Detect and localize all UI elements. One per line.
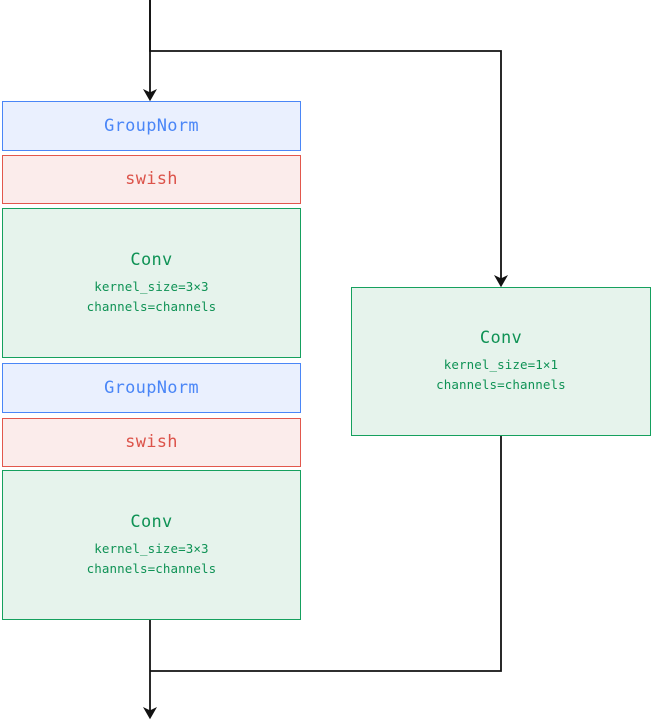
node-channels: channels=channels bbox=[86, 560, 217, 576]
node-channels: channels=channels bbox=[86, 298, 217, 314]
node-label: swish bbox=[125, 169, 178, 190]
node-label: GroupNorm bbox=[104, 377, 199, 398]
node-title: Conv bbox=[479, 328, 523, 349]
node-kernel-size: kernel_size=1×1 bbox=[443, 357, 559, 373]
node-conv-2[interactable]: Conv kernel_size=3×3 channels=channels bbox=[2, 470, 301, 620]
node-channels: channels=channels bbox=[436, 377, 566, 393]
node-title: Conv bbox=[130, 511, 173, 532]
node-label: GroupNorm bbox=[104, 115, 199, 136]
node-conv-skip[interactable]: Conv kernel_size=1×1 channels=channels bbox=[351, 287, 651, 436]
node-swish-1[interactable]: swish bbox=[2, 155, 301, 204]
node-conv-1[interactable]: Conv kernel_size=3×3 channels=channels bbox=[2, 208, 301, 358]
node-groupnorm-1[interactable]: GroupNorm bbox=[2, 101, 301, 151]
node-groupnorm-2[interactable]: GroupNorm bbox=[2, 363, 301, 413]
node-label: swish bbox=[125, 432, 178, 453]
node-kernel-size: kernel_size=3×3 bbox=[94, 540, 209, 556]
node-swish-2[interactable]: swish bbox=[2, 418, 301, 467]
node-kernel-size: kernel_size=3×3 bbox=[94, 278, 209, 294]
node-title: Conv bbox=[130, 249, 173, 270]
